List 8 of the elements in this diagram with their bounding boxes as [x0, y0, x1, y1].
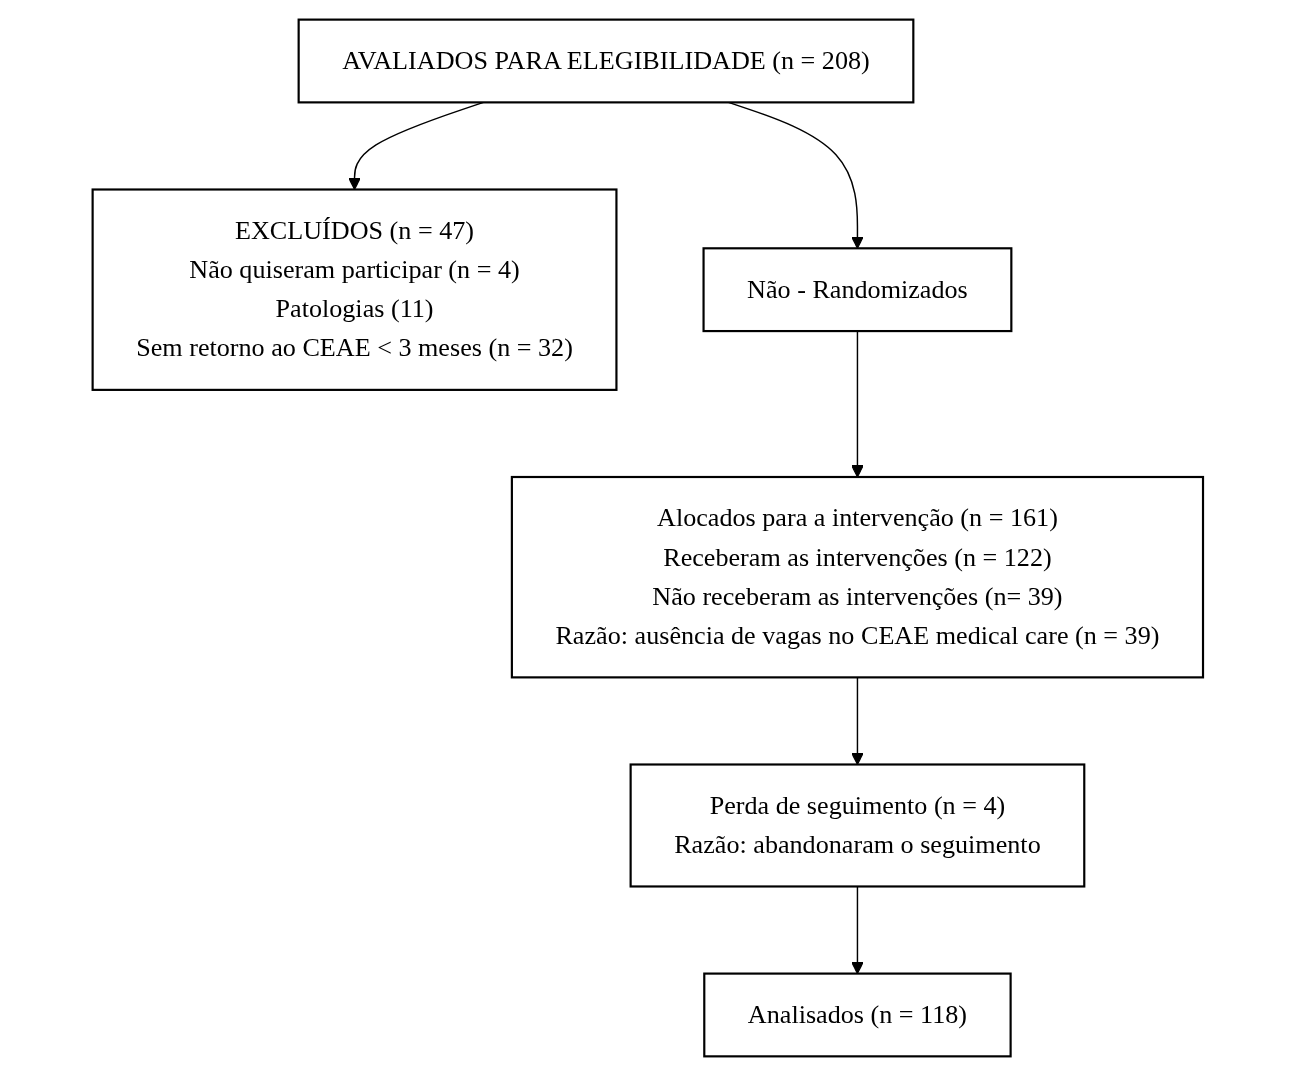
- node-box: AVALIADOS PARA ELEGIBILIDADE (n = 208): [297, 18, 915, 103]
- node-box: Perda de seguimento (n = 4) Razão: abandonaram o seguimento: [629, 762, 1086, 888]
- node-box: Alocados para a intervenção (n = 161) Receberam as intervenções (n = 122) Não receberam as intervenções (n= 39) Razão: ausência de vagas no CEAE medical care (n = 39): [510, 475, 1205, 678]
- node-box: Analisados (n = 118): [703, 972, 1012, 1057]
- node-box: Não - Randomizados: [702, 246, 1013, 332]
- node-box: EXCLUÍDOS (n = 47) Não quiseram participar (n = 4) Patologias (11) Sem retorno ao CEAE < 3 meses (n = 32): [91, 187, 618, 391]
- arrow: [851, 676, 864, 765]
- arrow: [851, 885, 864, 974]
